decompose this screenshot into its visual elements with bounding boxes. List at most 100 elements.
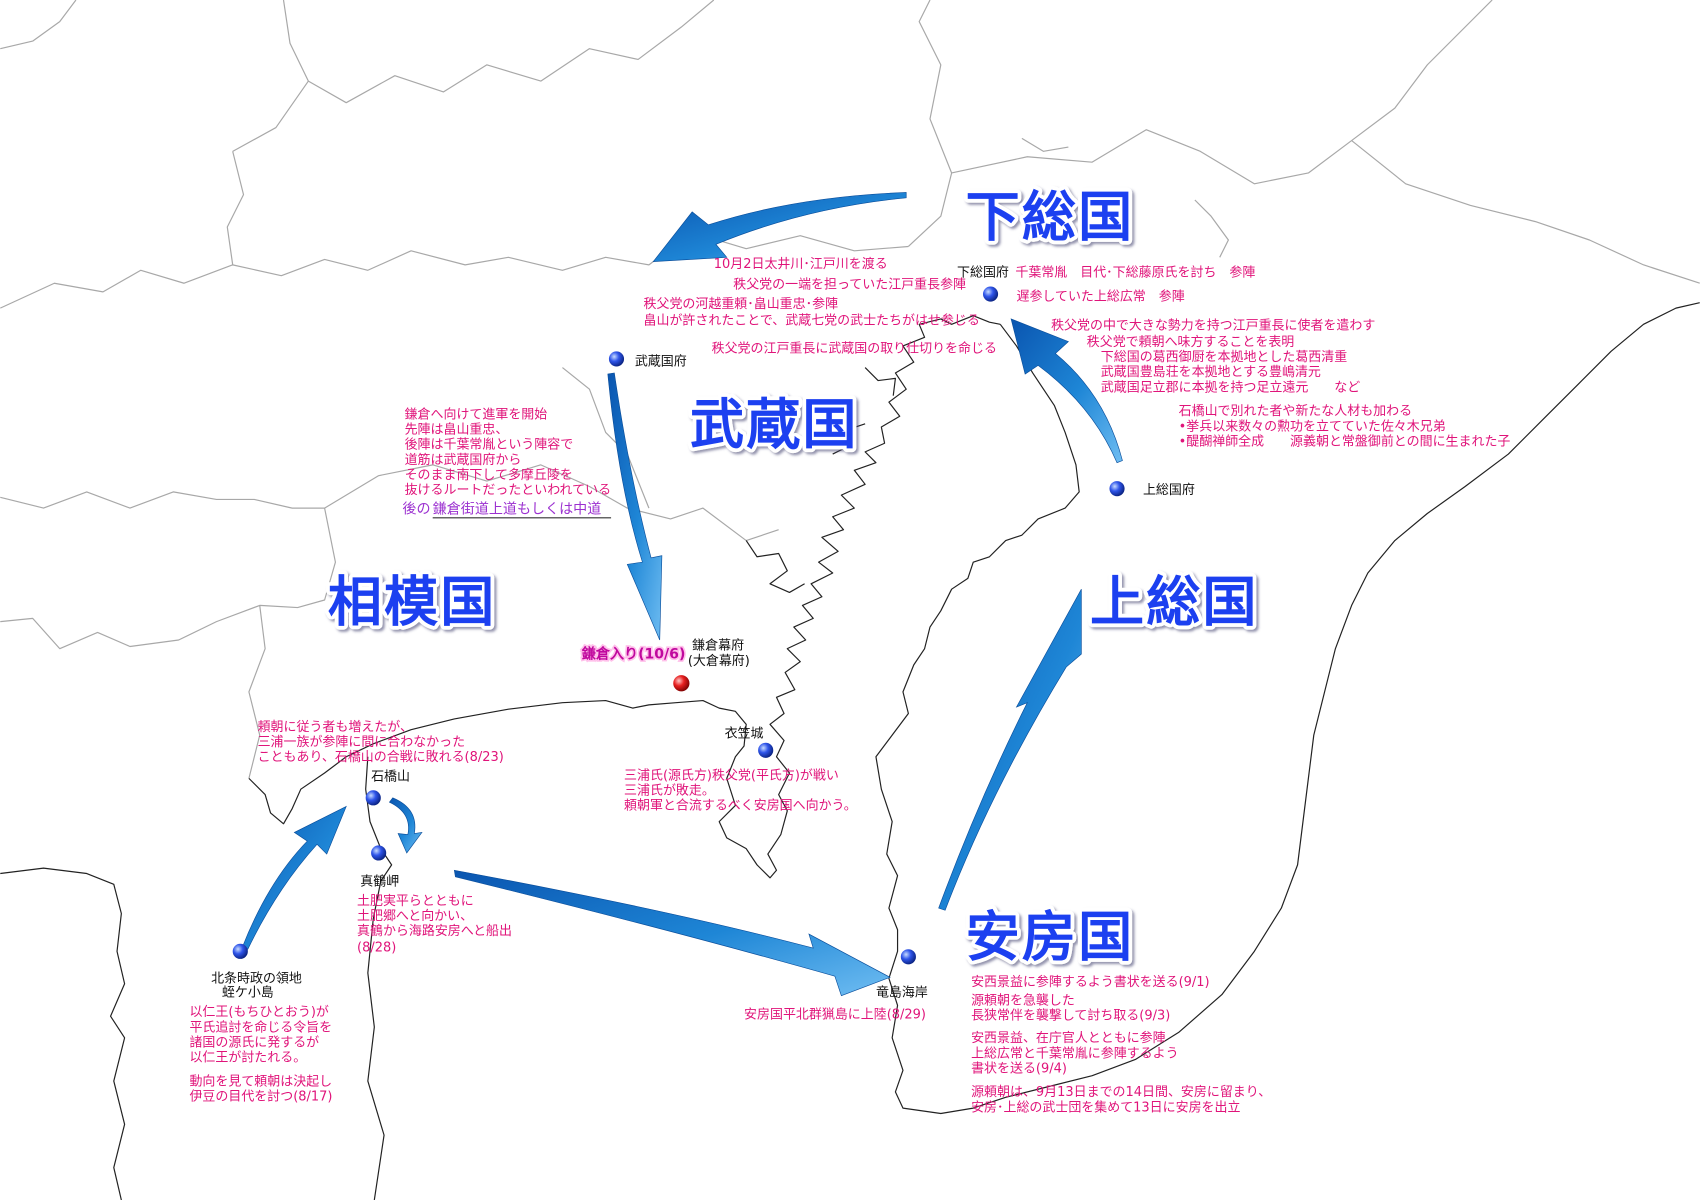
note-line: 下総国の葛西御厨を本拠地とした葛西清重 <box>1101 349 1347 365</box>
arrow-hirugakojima-to-ishibashiyama <box>242 805 347 950</box>
note-line: 秩父党で頼朝へ味方することを表明 <box>1087 334 1295 350</box>
border-line <box>232 0 715 152</box>
border-line <box>562 367 650 509</box>
note-line: こともあり、石橋山の合戦に敗れる(8/23) <box>258 750 504 765</box>
note-line: そのまま南下して多摩丘陵を <box>405 467 573 483</box>
coastline-izu-east <box>365 756 393 1200</box>
label-ishibashiyama: 石橋山 <box>371 770 410 785</box>
marker-kamakura[interactable] <box>673 675 690 692</box>
arrow-manazuru-to-ryushima <box>453 869 891 997</box>
arrow-musashi-to-kamakura <box>607 372 663 641</box>
arrow-awa-to-kazusa <box>938 589 1082 911</box>
place-markers: 武蔵国府 下総国府 上総国府 鎌倉幕府 (大倉幕府) 鎌倉入り(10/6) 衣笠… <box>211 266 1195 1001</box>
note-line: 土肥郷へと向かい、 <box>357 908 473 924</box>
coastlines <box>0 302 1700 1200</box>
label-kinugasa: 衣笠城 <box>725 725 764 741</box>
coastline-yokohama-harbor <box>745 367 897 594</box>
marker-ishibashiyama[interactable] <box>365 790 381 806</box>
label-hojo-territory: 北条時政の領地 <box>211 971 302 987</box>
note-line: •挙兵以来数々の勲功を立てていた佐々木兄弟 <box>1179 419 1446 434</box>
label-kamakura-bakufu: 鎌倉幕府 <box>692 639 744 654</box>
marker-manazuru[interactable] <box>371 845 387 861</box>
note-shimousa: 千葉常胤 目代･下総藤原氏を討ち 参陣 遅参していた上総広常 参陣 <box>1015 265 1255 305</box>
note-edo-crossing: 10月2日太井川･江戸川を渡る 秩父党の一端を担っていた江戸重長参陣 秩父党の河… <box>644 256 997 356</box>
border-line <box>0 0 77 50</box>
note-line: 安西景益、在庁官人とともに参陣 <box>971 1030 1166 1046</box>
note-ishibashiyama: 頼朝に従う者も増えたが、 三浦一族が参陣に間に合わなかった こともあり、石橋山の… <box>258 720 504 765</box>
note-line: 土肥実平らとともに <box>357 893 474 909</box>
note-line: 以仁王が討たれる。 <box>189 1050 306 1066</box>
note-line: 秩父党の河越重頼･畠山重忠･参陣 <box>644 296 839 312</box>
note-line: 頼朝軍と合流するべく安房国へ向かう。 <box>624 798 857 814</box>
note-line: 抜けるルートだったといわれている <box>405 482 611 498</box>
route-arrows <box>242 192 1123 997</box>
border-line <box>1194 199 1229 258</box>
note-line: 秩父党の中で大きな勢力を持つ江戸重長に使者を遣わす <box>1051 318 1375 334</box>
note-line: 源頼朝は、9月13日までの14日間、安房に留まり、 <box>971 1084 1271 1100</box>
note-line: 鎌倉へ向けて進軍を開始 <box>405 406 548 422</box>
label-ryushima: 竜島海岸 <box>876 986 928 1001</box>
note-march: 鎌倉へ向けて進軍を開始 先陣は畠山重忠、 後陣は千葉常胤という陣容で 道筋は武蔵… <box>402 406 612 519</box>
note-line: 道筋は武蔵国府から <box>405 452 522 468</box>
note-line: 頼朝に従う者も増えたが、 <box>258 720 413 735</box>
note-line: 遅参していた上総広常 参陣 <box>1016 289 1184 305</box>
province-labels: 下総国 武蔵国 相模国 上総国 安房国 <box>324 182 1260 973</box>
note-line: 武蔵国足立郡に本拠を持つ足立遠元 など <box>1101 380 1360 395</box>
note-line: 長狭常伴を襲撃して討ち取る(9/3) <box>971 1007 1170 1023</box>
border-lines <box>0 0 1700 779</box>
border-line <box>0 464 779 542</box>
border-line <box>0 231 909 309</box>
province-kazusa: 上総国 <box>1090 571 1259 634</box>
note-line: 秩父党の一端を担っていた江戸重長参陣 <box>733 277 966 293</box>
note-line: 三浦氏(源氏方)秩父党(平氏方)が戦い <box>624 767 839 783</box>
province-shimousa: 下総国 <box>966 186 1135 249</box>
border-line <box>0 507 336 650</box>
note-line: 安房国平北群猟島に上陸(8/29) <box>744 1006 926 1022</box>
note-line: 10月2日太井川･江戸川を渡る <box>714 256 888 272</box>
marker-hirugakojima[interactable] <box>232 943 248 959</box>
province-musashi: 武蔵国 <box>690 393 859 456</box>
note-line: 三浦一族が参陣に間に合わなかった <box>258 734 466 750</box>
note-line: (8/28) <box>357 940 396 955</box>
note-kinugasa: 三浦氏(源氏方)秩父党(平氏方)が戦い 三浦氏が敗走。 頼朝軍と合流するべく安房… <box>624 767 857 813</box>
marker-ryushima[interactable] <box>900 949 916 965</box>
note-line: 諸国の源氏に発するが <box>189 1034 319 1050</box>
marker-musashi-kokufu[interactable] <box>608 351 625 367</box>
note-line: 動向を見て頼朝は決起し <box>189 1073 332 1089</box>
arrow-kazusa-to-shimousa <box>1010 318 1123 464</box>
note-line: 秩父党の江戸重長に武蔵国の取り仕切りを命じる <box>712 340 997 356</box>
label-okura-bakufu: (大倉幕府) <box>688 654 750 669</box>
coastline-boso <box>875 302 1700 1115</box>
note-ryushima: 安房国平北群猟島に上陸(8/29) <box>744 1006 926 1022</box>
note-line: 後陣は千葉常胤という陣容で <box>405 437 574 453</box>
border-line <box>1351 140 1700 284</box>
note-hirugakojima: 以仁王(もちひとおう)が 平氏追討を命じる令旨を 諸国の源氏に発するが 以仁王が… <box>189 1005 332 1104</box>
label-hirugakojima: 蛭ケ小島 <box>222 986 274 1001</box>
note-line: 畠山が許されたことで、武蔵七党の武士たちがはせ参じる <box>644 312 980 328</box>
note-line: 先陣は畠山重忠、 <box>405 422 509 438</box>
note-line: 伊豆の目代を討つ(8/17) <box>189 1089 332 1105</box>
label-kazusa-kokufu: 上総国府 <box>1143 483 1195 498</box>
note-line: 千葉常胤 目代･下総藤原氏を討ち 参陣 <box>1015 265 1255 281</box>
label-kamakura-entry: 鎌倉入り(10/6) <box>581 645 685 662</box>
border-line <box>907 0 953 247</box>
border-line <box>226 151 245 265</box>
marker-kinugasa[interactable] <box>758 742 774 758</box>
marker-kazusa-kokufu[interactable] <box>1109 481 1125 497</box>
note-line: 安西景益に参陣するよう書状を送る(9/1) <box>971 974 1210 990</box>
note-line: 源頼朝を急襲した <box>971 992 1075 1008</box>
note-line: 武蔵国豊島荘を本拠地とする豊嶋清元 <box>1101 365 1321 380</box>
arrow-ishibashiyama-to-manazuru <box>388 797 423 854</box>
note-line: 安房･上総の武士団を集めて13日に安房を出立 <box>971 1099 1240 1115</box>
note-line: 真鶴から海路安房へと船出 <box>357 923 512 939</box>
note-manazuru: 土肥実平らとともに 土肥郷へと向かい、 真鶴から海路安房へと船出 (8/28) <box>357 893 512 955</box>
province-awa: 安房国 <box>966 906 1135 969</box>
note-edo-envoy: 秩父党の中で大きな勢力を持つ江戸重長に使者を遣わす 秩父党で頼朝へ味方することを… <box>1051 318 1510 450</box>
province-sagami: 相模国 <box>328 571 497 634</box>
coastline-sagami-tokyo-bay <box>248 315 1001 879</box>
note-line: 上総広常と千葉常胤に参陣するよう <box>971 1045 1179 1061</box>
marker-shimousa-kokufu[interactable] <box>982 286 999 302</box>
kaido-link[interactable]: 鎌倉街道上道もしくは中道 <box>433 501 602 518</box>
kaido-prefix: 後の <box>402 502 430 518</box>
